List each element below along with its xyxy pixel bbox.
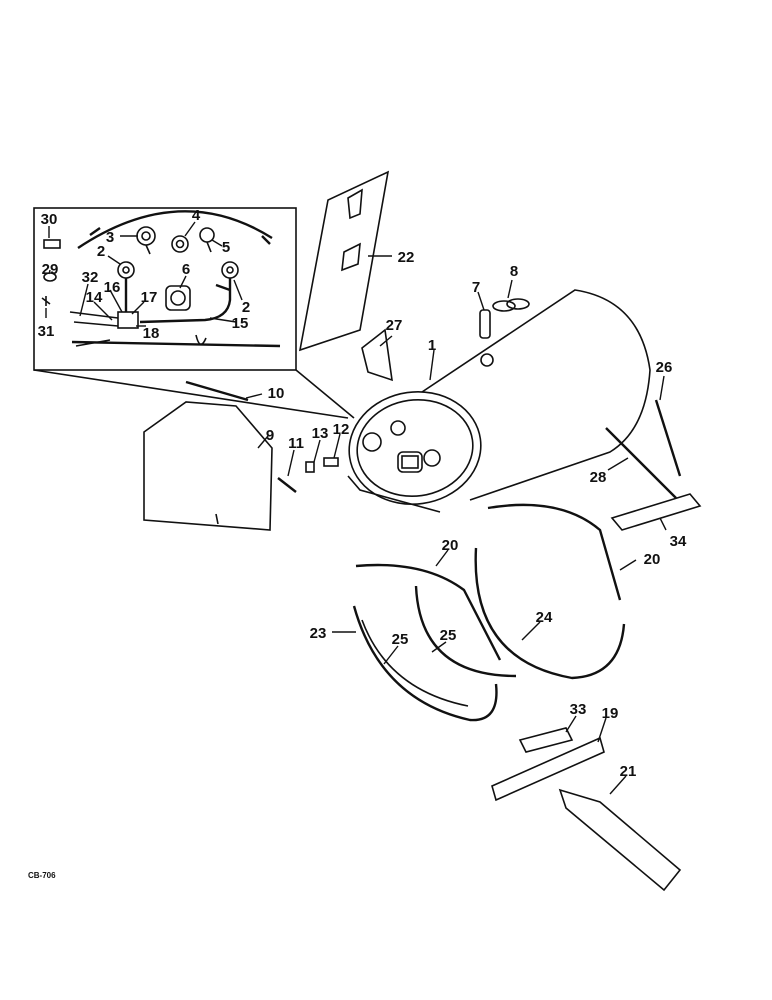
part-callout-p5: 5 <box>222 239 230 256</box>
bracket-33 <box>518 727 574 753</box>
part-callout-p14: 14 <box>86 289 103 306</box>
part-callout-p30: 30 <box>41 211 58 228</box>
part-callout-p13: 13 <box>312 425 329 442</box>
tank-1 <box>347 289 651 513</box>
hoop-23 <box>352 605 498 722</box>
part-callout-p32: 32 <box>82 269 99 286</box>
part-callout-p27: 27 <box>386 317 403 334</box>
bracket-34 <box>610 493 702 531</box>
part-callout-p11: 11 <box>288 435 304 452</box>
part-callout-p34: 34 <box>670 533 687 550</box>
part-callout-p24: 24 <box>536 609 553 626</box>
inset-connector-upper <box>295 369 355 419</box>
part-callout-p6: 6 <box>182 261 190 278</box>
part-callout-p22: 22 <box>398 249 415 266</box>
hoop-25 <box>414 585 517 678</box>
part-callout-p28: 28 <box>590 469 607 486</box>
part-callout-p8: 8 <box>510 263 518 280</box>
support-21 <box>558 788 682 892</box>
band-20-middle <box>355 563 502 661</box>
bracket-27 <box>361 328 393 382</box>
part-callout-p33: 33 <box>570 701 587 718</box>
brace-28 <box>605 427 677 499</box>
part-callout-p2b: 2 <box>242 299 250 316</box>
drawing-code: CB-706 <box>28 871 56 880</box>
part-callout-p20a: 20 <box>442 537 459 554</box>
rod-26 <box>654 399 682 477</box>
part-callout-p1: 1 <box>428 337 436 354</box>
part-callout-p16: 16 <box>104 279 121 296</box>
gasket-8 <box>492 298 530 312</box>
part-callout-p15: 15 <box>232 315 249 332</box>
fitting-7 <box>479 309 491 339</box>
part-callout-p21: 21 <box>620 763 637 780</box>
part-callout-p18: 18 <box>143 325 160 342</box>
pin-11 <box>277 477 297 493</box>
part-callout-p29: 29 <box>42 261 59 278</box>
part-callout-p4: 4 <box>192 207 201 224</box>
hoop-24 <box>474 547 626 680</box>
part-callout-p25b: 25 <box>440 627 457 644</box>
panel-22 <box>298 170 390 352</box>
inset-connector-lower <box>33 369 349 419</box>
part-callout-p20b: 20 <box>644 551 661 568</box>
part-callout-p12: 12 <box>333 421 350 438</box>
bolt-12 <box>323 457 339 467</box>
part-callout-p26: 26 <box>656 359 673 376</box>
part-callout-p7: 7 <box>472 279 480 296</box>
leader-lines <box>45 221 667 795</box>
rod-10 <box>185 380 249 402</box>
part-callout-p23: 23 <box>310 625 327 642</box>
part-callout-p3: 3 <box>106 229 114 246</box>
part-callout-p10: 10 <box>268 385 285 402</box>
part-callout-p2a: 2 <box>97 243 105 260</box>
part-callout-p17: 17 <box>141 289 158 306</box>
band-20-right <box>487 503 622 601</box>
shield-9 <box>143 401 273 531</box>
part-callout-p9: 9 <box>266 427 274 444</box>
part-callout-p19: 19 <box>602 705 619 722</box>
clip-13 <box>305 461 315 473</box>
part-callout-p31: 31 <box>38 323 55 340</box>
inset-detail-view <box>33 207 297 371</box>
channel-19 <box>491 736 605 802</box>
part-callout-p25a: 25 <box>392 631 409 648</box>
